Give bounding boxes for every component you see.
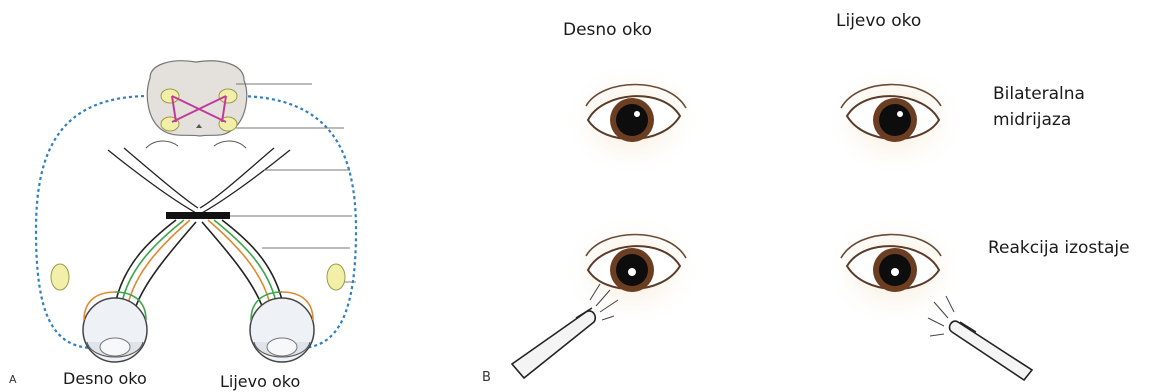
panel-a-letter: A [9,373,17,386]
left-eyeball [250,292,314,362]
ciliary-ganglia [51,264,345,290]
panel-b-letter: B [482,370,491,385]
optic-tracts [108,148,290,214]
finding-bilateral-mydriasis-line1: Bilateralna [993,86,1085,103]
finding-bilateral-mydriasis-line2: midrijaza [993,112,1071,129]
finding-no-reaction: Reakcija izostaje [988,240,1130,257]
panel-b-right-eye-label: Desno oko [563,22,652,39]
panel-b-left-eye-label: Lijevo oko [836,13,921,30]
midbrain-section [146,61,247,148]
panel-a-right-eye-label: Desno oko [63,371,147,387]
chiasm-lesion-bar [166,212,230,219]
panel-a-left-eye-label: Lijevo oko [220,374,300,390]
optic-nerves [116,220,282,306]
